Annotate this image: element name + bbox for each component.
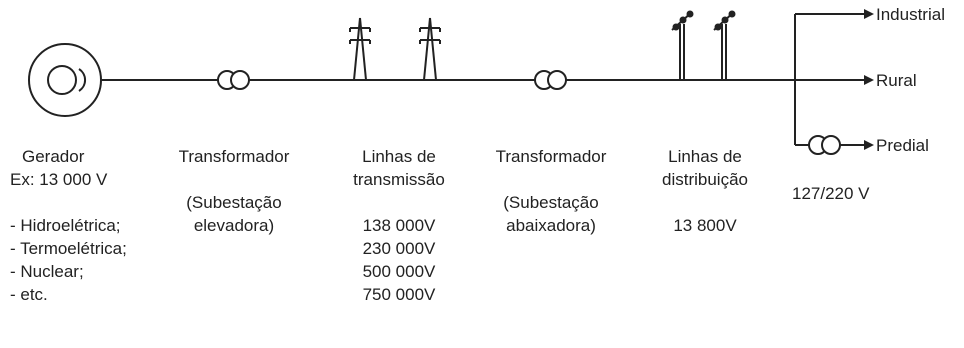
step-up-title: Transformador	[178, 147, 290, 166]
consumer-label-rural: Rural	[876, 71, 917, 90]
step-down-label: Transformador (Subestação abaixadora)	[480, 145, 622, 237]
generator-title: Gerador	[22, 147, 85, 166]
consumer-label-industrial: Industrial	[876, 5, 945, 24]
step-down-note: abaixadora)	[506, 216, 596, 235]
transmission-voltage: 138 000V	[362, 216, 436, 235]
transmission-tower-icon	[419, 17, 441, 81]
transmission-voltage: 500 000V	[362, 262, 436, 281]
generator-type: - Nuclear;	[10, 262, 84, 281]
transmission-title: Linhas de	[362, 147, 436, 166]
consumer-voltage: 127/220 V	[792, 184, 870, 203]
transmission-title: transmissão	[353, 170, 445, 189]
transmission-tower-icon	[349, 17, 371, 81]
step-up-label: Transformador (Subestação elevadora)	[163, 145, 305, 237]
transmission-label: Linhas de transmissão 138 000V 230 000V …	[334, 145, 464, 306]
step-up-transformer-icon	[217, 70, 250, 90]
arrow-right-icon	[864, 140, 874, 150]
step-up-note: elevadora)	[193, 216, 275, 235]
step-down-note: (Subestação	[503, 193, 599, 212]
step-down-transformer-icon	[534, 70, 567, 90]
arrow-right-icon	[864, 9, 874, 19]
generator-type: - Termoelétrica;	[10, 239, 127, 258]
arrow-right-icon	[864, 75, 874, 85]
generator-type: - etc.	[10, 285, 48, 304]
distribution-voltage: 13 800V	[673, 216, 737, 235]
generator-icon	[28, 43, 102, 117]
predial-transformer-icon	[808, 135, 841, 155]
consumer-label-predial: Predial	[876, 136, 929, 155]
generator-label: Gerador Ex: 13 000 V - Hidroelétrica; - …	[10, 145, 190, 306]
generator-example: Ex: 13 000 V	[10, 170, 108, 189]
distribution-title: distribuição	[662, 170, 748, 189]
distribution-pole-icon	[713, 10, 736, 81]
transmission-voltage: 230 000V	[362, 239, 436, 258]
step-down-title: Transformador	[495, 147, 607, 166]
distribution-title: Linhas de	[668, 147, 742, 166]
distribution-label: Linhas de distribuição 13 800V	[640, 145, 770, 237]
transmission-voltage: 750 000V	[362, 285, 436, 304]
generator-type: - Hidroelétrica;	[10, 216, 121, 235]
distribution-pole-icon	[671, 10, 694, 81]
step-up-note: (Subestação	[186, 193, 282, 212]
